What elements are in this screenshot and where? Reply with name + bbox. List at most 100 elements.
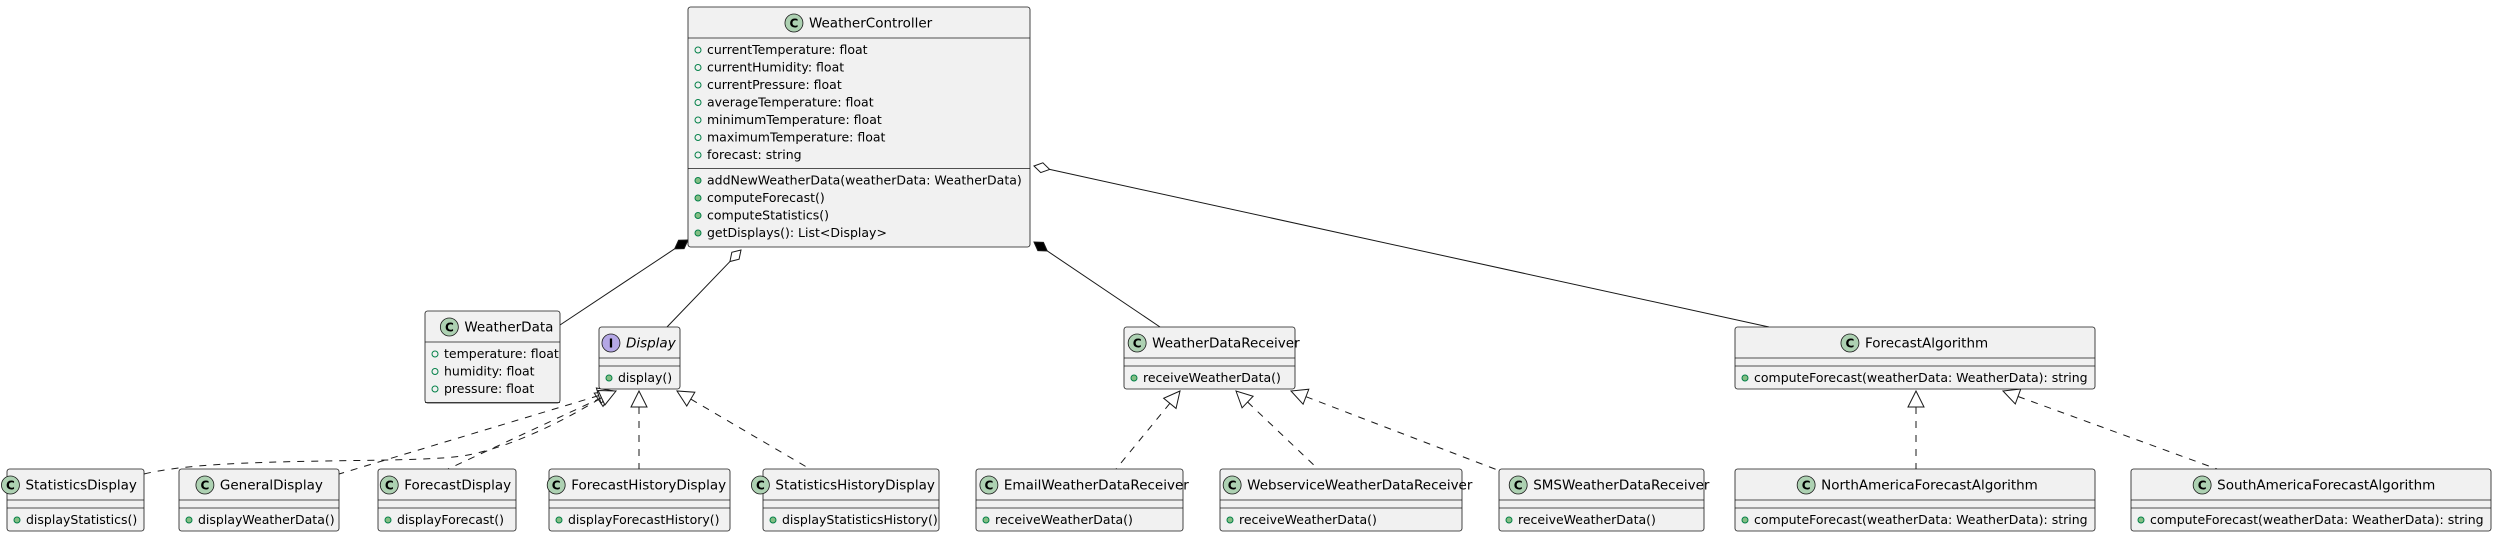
class-stereotype-icon <box>2192 475 2212 495</box>
stereotype-letter-icon: C <box>790 17 799 31</box>
class-name: WebserviceWeatherDataReceiver <box>1247 478 1473 494</box>
class-stereotype-icon <box>1 475 20 495</box>
method-signature: receiveWeatherData() <box>1239 512 1377 527</box>
public-visibility-icon <box>982 516 990 524</box>
public-visibility-icon <box>1505 516 1513 524</box>
class-stereotype-icon <box>784 13 804 33</box>
public-visibility-icon <box>694 46 702 54</box>
aggregation-diamond-icon <box>1033 162 1051 174</box>
public-visibility-icon <box>694 229 702 237</box>
edge-line <box>2017 396 2218 470</box>
method-signature: displayStatistics() <box>26 512 137 527</box>
method-signature: display() <box>618 370 672 385</box>
class-name: Display <box>626 336 677 352</box>
class-stereotype-icon <box>439 317 459 337</box>
class-name: GeneralDisplay <box>220 478 323 494</box>
method-signature: addNewWeatherData(weatherData: WeatherDa… <box>707 173 1022 188</box>
class-stereotype-icon <box>546 475 566 495</box>
realization-arrowhead-icon <box>1289 388 1310 406</box>
realization-edge-statistics-history-display-to-display <box>676 390 811 470</box>
class-name: WeatherController <box>809 16 933 32</box>
method-signature: displayForecast() <box>397 512 504 527</box>
attribute-field: averageTemperature: float <box>707 95 874 110</box>
edge-line <box>559 248 675 326</box>
class-name: ForecastDisplay <box>404 478 511 494</box>
method-signature: getDisplays(): List<Display> <box>707 225 887 240</box>
method-signature: displayStatisticsHistory() <box>782 512 938 527</box>
class-stereotype-icon <box>751 475 770 495</box>
class-box <box>424 310 561 404</box>
interface-stereotype-icon <box>601 333 621 353</box>
method-signature: computeForecast() <box>707 190 825 205</box>
composition-diamond-icon <box>1033 241 1049 252</box>
classes-layer: C WeatherController currentTemperature: fl… <box>1 6 2492 532</box>
public-visibility-icon <box>605 374 613 382</box>
public-visibility-icon <box>694 64 702 71</box>
realization-edge-forecast-history-display-to-display <box>630 389 648 469</box>
method-signature: computeStatistics() <box>707 208 829 223</box>
attribute-field: maximumTemperature: float <box>707 130 886 145</box>
stereotype-letter-icon: C <box>1802 479 1811 493</box>
class-statistics-history-display[interactable]: C StatisticsHistoryDisplay displayStatisti… <box>751 468 940 532</box>
method-signature: displayWeatherData() <box>198 512 335 527</box>
class-weather-controller[interactable]: C WeatherController currentTemperature: fl… <box>687 6 1031 248</box>
public-visibility-icon <box>431 350 439 358</box>
class-stereotype-icon <box>1127 333 1147 353</box>
edge-line <box>690 398 811 470</box>
stereotype-letter-icon: C <box>1846 337 1855 351</box>
stereotype-letter-icon: C <box>200 479 209 493</box>
class-stereotype-icon <box>1840 333 1860 353</box>
realization-edge-forecast-display-to-display <box>447 389 618 470</box>
method-signature: computeForecast(weatherData: WeatherData… <box>1754 370 2088 385</box>
aggregation-edge-weather-controller-to-forecast-algorithm <box>1033 162 1770 328</box>
attribute-field: humidity: float <box>444 364 535 379</box>
public-visibility-icon <box>1741 374 1749 382</box>
method-signature: computeForecast(weatherData: WeatherData… <box>2150 512 2484 527</box>
public-visibility-icon <box>555 516 563 524</box>
aggregation-diamond-icon <box>729 249 742 263</box>
class-name: SMSWeatherDataReceiver <box>1533 478 1710 494</box>
public-visibility-icon <box>694 194 702 202</box>
public-visibility-icon <box>1130 374 1138 382</box>
class-name: EmailWeatherDataReceiver <box>1004 478 1189 494</box>
attribute-field: currentTemperature: float <box>707 42 868 57</box>
edge-line <box>1049 168 1770 328</box>
public-visibility-icon <box>1741 516 1749 524</box>
public-visibility-icon <box>694 81 702 89</box>
class-webservice-weather-data-receiver[interactable]: C WebserviceWeatherDataReceiver receiveWea… <box>1219 468 1473 532</box>
composition-edge-weather-controller-to-weather-data <box>559 239 689 326</box>
class-stereotype-icon <box>979 475 999 495</box>
attribute-field: temperature: float <box>444 346 559 361</box>
edge-line <box>1115 403 1171 470</box>
method-signature: receiveWeatherData() <box>995 512 1133 527</box>
attribute-field: pressure: float <box>444 381 534 396</box>
aggregation-edge-weather-controller-to-display <box>666 249 742 328</box>
public-visibility-icon <box>384 516 392 524</box>
realization-arrowhead-icon <box>1162 390 1181 410</box>
stereotype-letter-icon: C <box>1228 479 1237 493</box>
class-general-display[interactable]: C GeneralDisplay displayWeatherData() <box>178 468 340 532</box>
public-visibility-icon <box>769 516 777 524</box>
method-signature: computeForecast(weatherData: WeatherData… <box>1754 512 2088 527</box>
class-stereotype-icon <box>1796 475 1816 495</box>
realization-edge-statistics-display-to-display <box>143 390 613 475</box>
class-stereotype-icon <box>1508 475 1528 495</box>
stereotype-letter-icon: C <box>756 479 765 493</box>
stereotype-letter-icon: C <box>1514 479 1523 493</box>
public-visibility-icon <box>694 151 702 159</box>
class-name: SouthAmericaForecastAlgorithm <box>2217 478 2435 494</box>
class-name: StatisticsHistoryDisplay <box>775 478 935 494</box>
class-stereotype-icon <box>1222 475 1242 495</box>
